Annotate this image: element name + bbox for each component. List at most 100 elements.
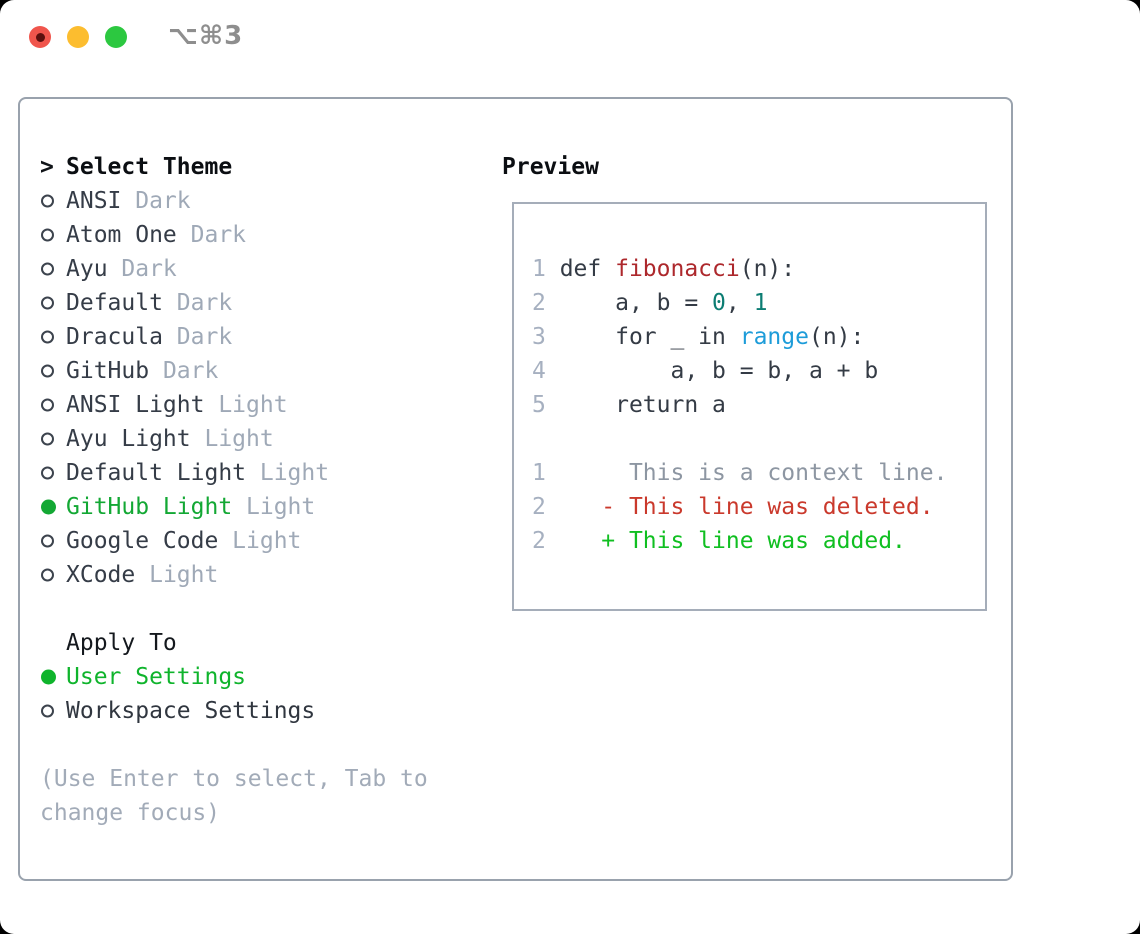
radio-icon <box>40 252 66 286</box>
preview-header: Preview <box>502 154 599 180</box>
code-segment-numlit: 1 <box>753 290 768 316</box>
empty-slot <box>40 626 66 660</box>
select-theme-header-row: > Select Theme <box>40 150 480 184</box>
theme-name: Dracula <box>66 324 163 350</box>
apply-option-label: User Settings <box>66 664 247 690</box>
code-segment-code: return a <box>559 392 726 418</box>
theme-option[interactable]: Default Light Light <box>40 456 480 490</box>
theme-name: ANSI <box>66 188 122 214</box>
code-segment-num: 3 <box>532 324 560 350</box>
code-line: 3 for _ in range(n): <box>532 320 985 354</box>
code-segment-num: 2 <box>532 528 560 554</box>
select-theme-header: Select Theme <box>66 154 233 180</box>
theme-list-column: > Select Theme ANSI Dark Atom One Dark A… <box>40 150 480 830</box>
theme-variant-label: Light <box>149 562 219 588</box>
theme-variant-label: Light <box>246 494 316 520</box>
code-segment-code: a, b = b, a + b <box>559 358 879 384</box>
code-line: 5 return a <box>532 388 985 422</box>
radio-icon <box>40 422 66 456</box>
code-segment-code: , <box>725 290 754 316</box>
code-segment-num: 5 <box>532 392 560 418</box>
theme-option[interactable]: Dracula Dark <box>40 320 480 354</box>
code-segment-code: (n): <box>739 256 796 282</box>
theme-name: Ayu Light <box>66 426 191 452</box>
code-segment-num: 2 <box>532 494 560 520</box>
radio-icon <box>40 354 66 388</box>
radio-icon <box>40 388 66 422</box>
code-segment-code: a, b = <box>559 290 713 316</box>
radio-icon <box>40 558 66 592</box>
theme-option[interactable]: XCode Light <box>40 558 480 592</box>
theme-option[interactable]: GitHub Light Light <box>40 490 480 524</box>
theme-name: Default Light <box>66 460 247 486</box>
radio-icon <box>40 320 66 354</box>
theme-variant-label: Light <box>218 392 288 418</box>
code-segment-num: 1 <box>532 256 560 282</box>
theme-selector-panel: > Select Theme ANSI Dark Atom One Dark A… <box>18 97 1013 881</box>
titlebar <box>29 26 127 48</box>
radio-icon <box>40 286 66 320</box>
window-title: ⌥⌘3 <box>168 21 244 51</box>
theme-option[interactable]: Default Dark <box>40 286 480 320</box>
theme-variant-label: Dark <box>190 222 247 248</box>
radio-icon <box>40 456 66 490</box>
code-line: 4 a, b = b, a + b <box>532 354 985 388</box>
theme-option[interactable]: ANSI Light Light <box>40 388 480 422</box>
apply-option-label: Workspace Settings <box>66 698 316 724</box>
minimize-button[interactable] <box>67 26 89 48</box>
code-segment-numlit: 0 <box>712 290 726 316</box>
theme-option[interactable]: Ayu Light Light <box>40 422 480 456</box>
zoom-button[interactable] <box>105 26 127 48</box>
help-text: (Use Enter to select, Tab to change focu… <box>40 766 428 826</box>
theme-name: Google Code <box>66 528 219 554</box>
theme-variant-label: Dark <box>135 188 191 214</box>
apply-to-header: Apply To <box>66 630 177 656</box>
code-segment-num: 4 <box>532 358 560 384</box>
theme-variant-label: Dark <box>176 290 233 316</box>
radio-icon <box>40 218 66 252</box>
theme-variant-label: Light <box>232 528 302 554</box>
code-line: 1 This is a context line. <box>532 456 985 490</box>
theme-option[interactable]: Atom One Dark <box>40 218 480 252</box>
theme-variant-label: Light <box>204 426 274 452</box>
code-segment-code: for _ in <box>559 324 740 350</box>
close-dot-icon <box>35 32 45 42</box>
code-segment-fn: fibonacci <box>615 256 740 282</box>
theme-option[interactable]: Ayu Dark <box>40 252 480 286</box>
prompt-caret-icon: > <box>40 154 54 180</box>
spacer <box>40 728 480 762</box>
theme-name: GitHub <box>66 358 150 384</box>
apply-to-option[interactable]: User Settings <box>40 660 480 694</box>
code-segment-num: 2 <box>532 290 560 316</box>
code-segment-code: def <box>559 256 616 282</box>
code-segment-num: 1 <box>532 460 560 486</box>
apply-to-option[interactable]: Workspace Settings <box>40 694 480 728</box>
theme-name: Default <box>66 290 163 316</box>
theme-name: XCode <box>66 562 136 588</box>
code-line: 2 + This line was added. <box>532 524 985 558</box>
code-segment-blt: range <box>739 324 809 350</box>
theme-variant-label: Dark <box>162 358 219 384</box>
code-segment-del: - This line was deleted. <box>559 494 934 520</box>
theme-option[interactable]: ANSI Dark <box>40 184 480 218</box>
spacer <box>40 592 480 626</box>
theme-variant-label: Dark <box>121 256 177 282</box>
close-button[interactable] <box>29 26 51 48</box>
radio-icon <box>40 660 66 694</box>
theme-name: Ayu <box>66 256 108 282</box>
theme-name: Atom One <box>66 222 177 248</box>
code-line <box>532 422 985 456</box>
radio-icon <box>40 184 66 218</box>
theme-name: GitHub Light <box>66 494 233 520</box>
code-line: 2 a, b = 0, 1 <box>532 286 985 320</box>
code-segment-ctx: This is a context line. <box>559 460 948 486</box>
theme-variant-label: Light <box>259 460 330 486</box>
theme-option[interactable]: GitHub Dark <box>40 354 480 388</box>
theme-option[interactable]: Google Code Light <box>40 524 480 558</box>
radio-icon <box>40 694 66 728</box>
theme-options-list: ANSI Dark Atom One Dark Ayu Dark Default… <box>40 184 480 592</box>
apply-to-options-list: User Settings Workspace Settings <box>40 660 480 728</box>
radio-icon <box>40 490 66 524</box>
